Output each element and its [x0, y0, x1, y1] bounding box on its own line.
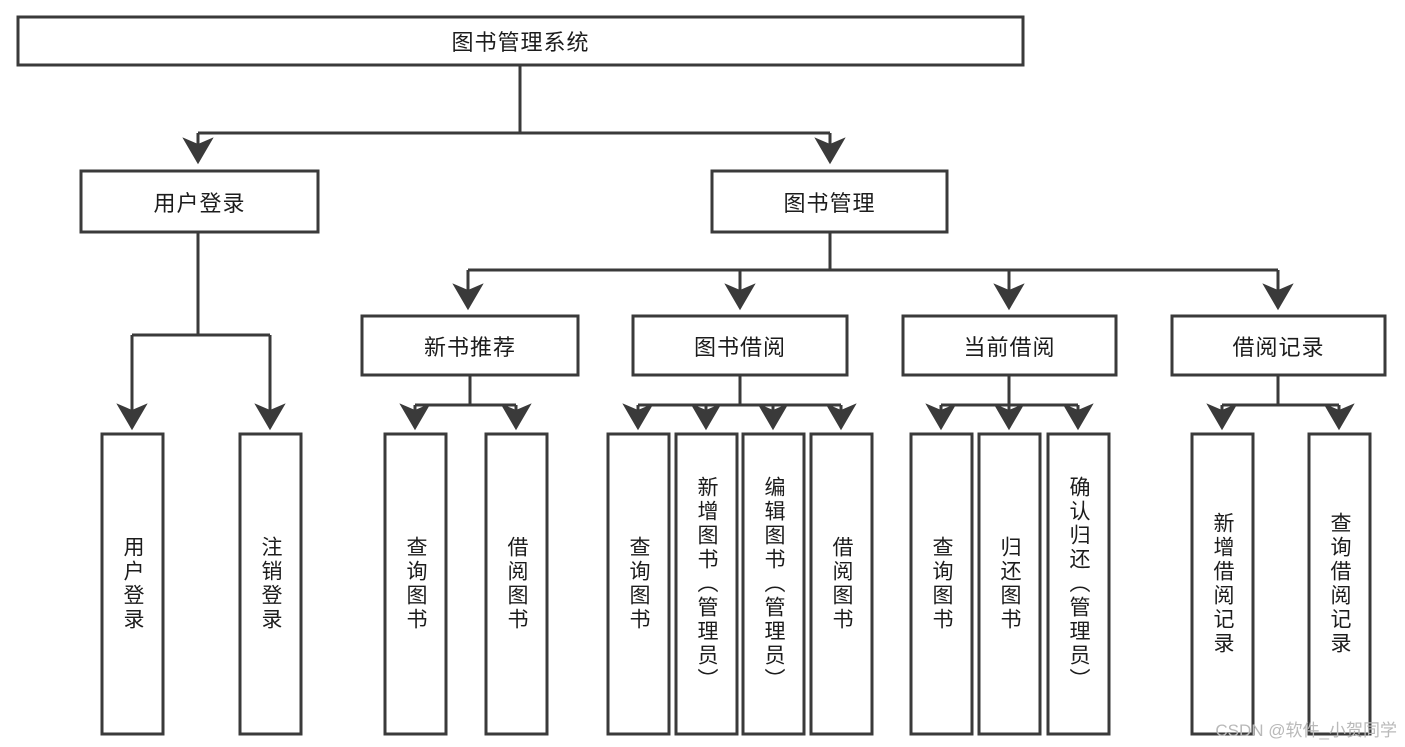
- node-box-leaf-confirm-return: [1046, 432, 1111, 736]
- node-box-user-login: [79, 169, 320, 234]
- node-box-leaf-query-book-2: [606, 432, 671, 736]
- node-box-leaf-user-login: [100, 432, 165, 736]
- node-box-borrow-record: [1170, 314, 1387, 377]
- node-box-book-borrow: [631, 314, 849, 377]
- node-box-leaf-query-book-3: [909, 432, 974, 736]
- node-box-leaf-borrow-book-1: [484, 432, 549, 736]
- node-box-leaf-return-book: [977, 432, 1042, 736]
- node-box-root: [16, 15, 1025, 67]
- node-box-leaf-query-book-1: [383, 432, 448, 736]
- node-box-leaf-query-record: [1307, 432, 1372, 736]
- node-box-leaf-logout: [238, 432, 303, 736]
- node-box-leaf-borrow-book-2: [809, 432, 874, 736]
- node-box-new-book-recommend: [360, 314, 580, 377]
- node-box-leaf-add-record: [1190, 432, 1255, 736]
- node-box-book-management: [710, 169, 949, 234]
- node-box-leaf-add-book: [674, 432, 739, 736]
- node-box-leaf-edit-book: [741, 432, 806, 736]
- node-box-current-borrow: [901, 314, 1118, 377]
